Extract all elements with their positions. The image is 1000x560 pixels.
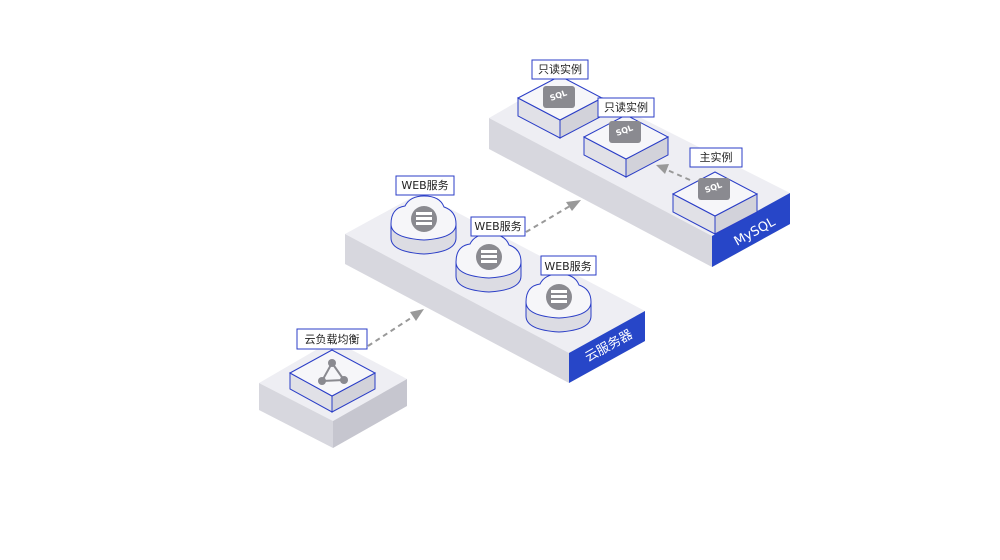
load-balancer-label: 云负载均衡 (296, 328, 368, 350)
server-cloud-icon (546, 284, 572, 310)
primary-instance-label-text: 主实例 (700, 150, 733, 164)
server-cloud-icon (411, 206, 437, 232)
web-server-label-2-text: WEB服务 (474, 220, 521, 233)
sql-database-icon: SQL (543, 86, 575, 108)
load-balancer-label-text: 云负载均衡 (305, 332, 360, 346)
web-server-label-1: WEB服务 (395, 175, 455, 196)
web-server-label-1-text: WEB服务 (401, 179, 448, 192)
sql-database-icon: SQL (609, 121, 641, 143)
web-server-node-2[interactable] (455, 233, 522, 293)
share-nodes-icon (318, 359, 348, 385)
readonly-instance-node-1[interactable]: SQL (516, 75, 604, 139)
web-server-label-2: WEB服务 (470, 216, 526, 237)
readonly-instance-label-2-text: 只读实例 (604, 100, 648, 114)
load-balancer-node[interactable] (288, 349, 377, 413)
primary-instance-label: 主实例 (689, 147, 743, 168)
arrow-primary-to-readonly (656, 164, 691, 181)
arrow-lb-to-web (367, 309, 424, 347)
readonly-instance-label-1: 只读实例 (531, 59, 589, 80)
sql-database-icon: SQL (698, 178, 730, 200)
web-server-node-3[interactable] (525, 273, 592, 333)
arrow-web-to-db (525, 200, 581, 233)
web-server-node-1[interactable] (390, 195, 457, 255)
readonly-instance-label-2: 只读实例 (597, 97, 655, 118)
readonly-instance-label-1-text: 只读实例 (538, 62, 582, 76)
primary-instance-node[interactable]: SQL (671, 171, 759, 235)
web-server-label-3: WEB服务 (540, 255, 597, 276)
server-cloud-icon (476, 244, 502, 270)
readonly-instance-node-2[interactable]: SQL (582, 114, 670, 178)
web-server-label-3-text: WEB服务 (544, 260, 591, 273)
